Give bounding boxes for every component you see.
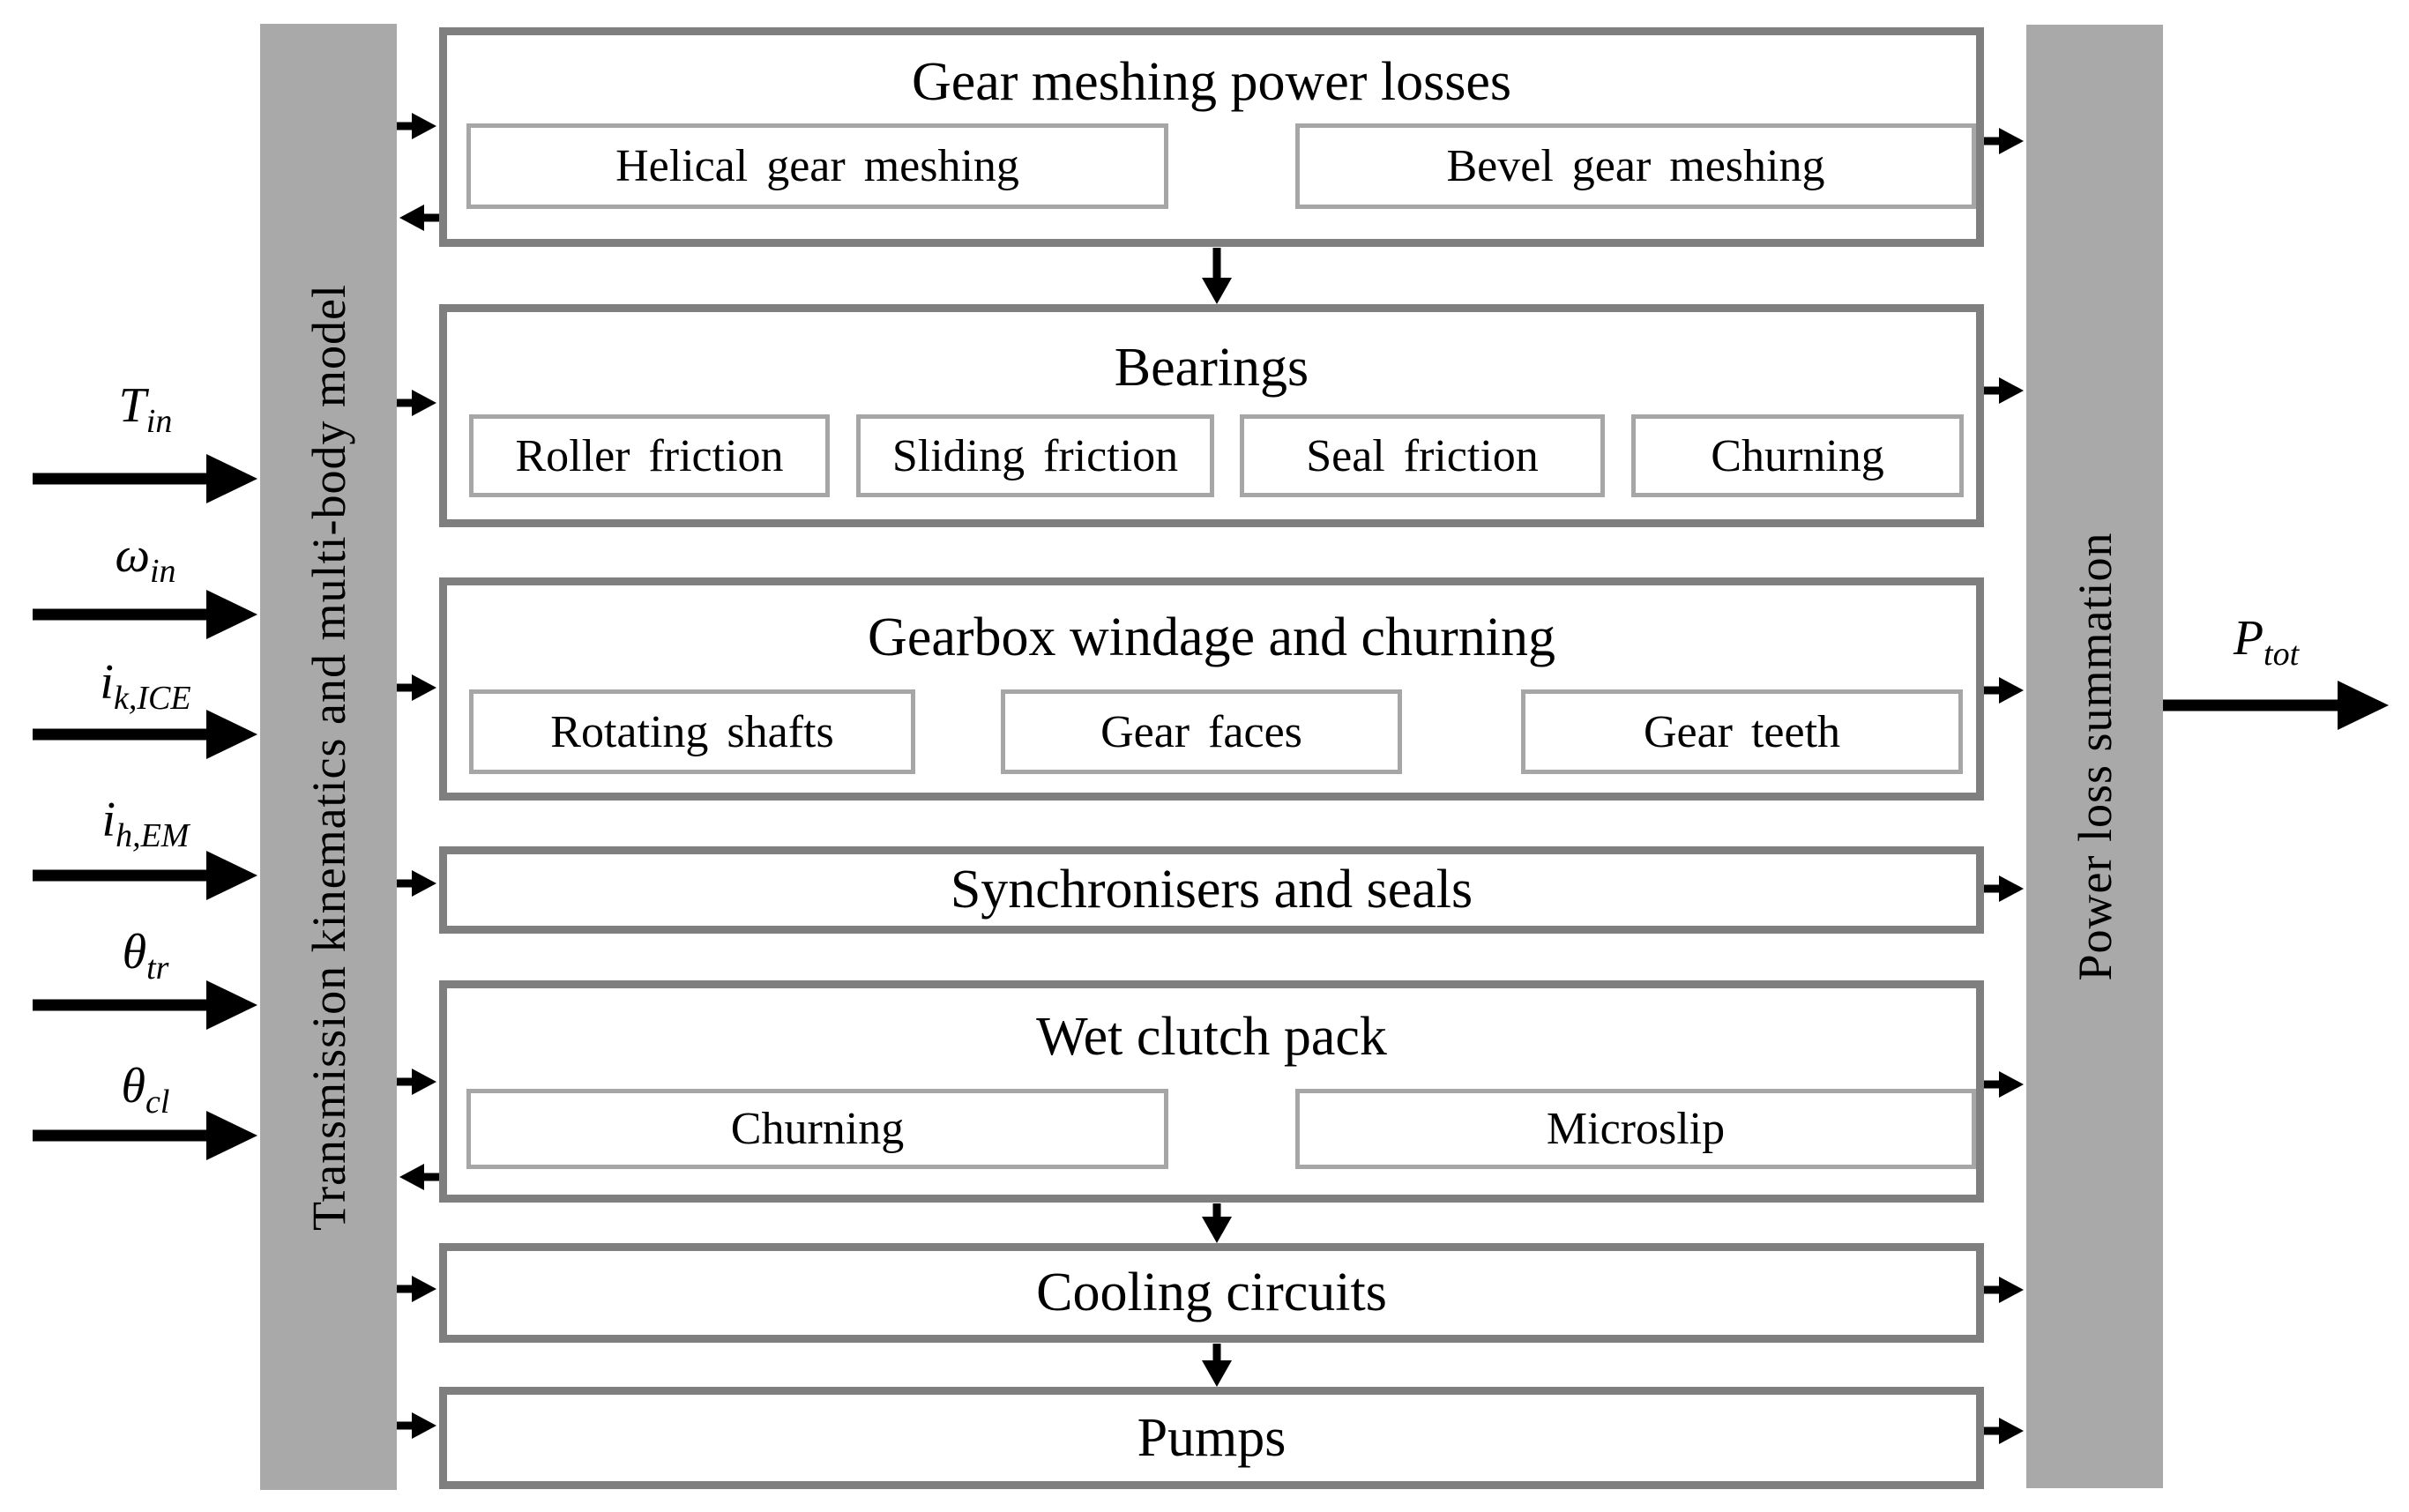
input-arrow-ih-em bbox=[33, 851, 260, 900]
input-arrow-ik-ice bbox=[33, 710, 260, 759]
input-label-gear-ratio-em: ih,EM bbox=[101, 793, 190, 855]
arrow-windage-to-summation bbox=[1984, 677, 2026, 704]
block-title: Wet clutch pack bbox=[1036, 1007, 1387, 1067]
power-loss-summation-bar: Power loss summation bbox=[2026, 25, 2163, 1488]
output-label-p-tot: Ptot bbox=[2233, 611, 2300, 674]
arrow-model-to-wet-clutch bbox=[397, 1069, 439, 1095]
arrow-gear-meshing-to-model bbox=[397, 205, 439, 231]
arrow-wet-clutch-to-summation bbox=[1984, 1071, 2026, 1098]
transmission-model-bar: Transmission kinematics and multi-body m… bbox=[260, 24, 397, 1490]
block-title: Cooling circuits bbox=[1036, 1262, 1387, 1322]
sub-block-microslip: Microslip bbox=[1295, 1089, 1976, 1169]
block-pumps: Pumps bbox=[439, 1387, 1984, 1489]
arrow-model-to-gear-meshing bbox=[397, 113, 439, 139]
sub-block-helical-gear-meshing: Helical gear meshing bbox=[466, 123, 1168, 209]
arrow-model-to-synchronisers bbox=[397, 870, 439, 897]
block-bearings: Bearings Roller friction Sliding frictio… bbox=[439, 304, 1984, 527]
sub-block-rotating-shafts: Rotating shafts bbox=[469, 689, 915, 774]
input-arrow-th-tr bbox=[33, 980, 260, 1030]
arrow-synchronisers-to-summation bbox=[1984, 875, 2026, 902]
arrow-cooling-to-summation bbox=[1984, 1277, 2026, 1303]
arrow-gear-meshing-to-summation bbox=[1984, 128, 2026, 154]
sub-block-bevel-gear-meshing: Bevel gear meshing bbox=[1295, 123, 1976, 209]
arrow-wet-clutch-to-cooling bbox=[1202, 1203, 1232, 1243]
block-gear-meshing-power-losses: Gear meshing power losses Helical gear m… bbox=[439, 27, 1984, 247]
block-title: Pumps bbox=[1137, 1407, 1287, 1468]
arrow-model-to-cooling bbox=[397, 1276, 439, 1302]
block-title: Gear meshing power losses bbox=[911, 52, 1512, 112]
block-gearbox-windage-churning: Gearbox windage and churning Rotating sh… bbox=[439, 577, 1984, 801]
sub-block-gear-faces: Gear faces bbox=[1001, 689, 1402, 774]
sub-block-churning: Churning bbox=[1631, 414, 1964, 497]
block-cooling-circuits: Cooling circuits bbox=[439, 1243, 1984, 1343]
input-label-gear-ratio-ice: ik,ICE bbox=[100, 655, 191, 718]
power-loss-summation-bar-label: Power loss summation bbox=[2068, 532, 2122, 981]
block-title: Synchronisers and seals bbox=[950, 860, 1473, 920]
block-synchronisers-seals: Synchronisers and seals bbox=[439, 846, 1984, 934]
block-title: Bearings bbox=[1114, 338, 1309, 398]
sub-block-roller-friction: Roller friction bbox=[469, 414, 830, 497]
sub-block-seal-friction: Seal friction bbox=[1240, 414, 1605, 497]
input-label-temp-clutch: θcl bbox=[121, 1059, 170, 1121]
arrow-gear-meshing-to-bearings bbox=[1202, 248, 1232, 304]
arrow-model-to-pumps bbox=[397, 1412, 439, 1439]
sub-block-sliding-friction: Sliding friction bbox=[856, 414, 1214, 497]
sub-block-gear-teeth: Gear teeth bbox=[1521, 689, 1963, 774]
block-wet-clutch-pack: Wet clutch pack Churning Microslip bbox=[439, 980, 1984, 1203]
input-label-speed: ωin bbox=[115, 528, 176, 591]
arrow-pumps-to-summation bbox=[1984, 1418, 2026, 1444]
arrow-cooling-to-pumps bbox=[1202, 1344, 1232, 1387]
arrow-bearings-to-summation bbox=[1984, 377, 2026, 404]
input-label-torque: Tin bbox=[118, 378, 173, 441]
transmission-model-bar-label: Transmission kinematics and multi-body m… bbox=[302, 283, 355, 1231]
arrow-wet-clutch-to-model bbox=[397, 1164, 439, 1190]
arrow-model-to-windage bbox=[397, 674, 439, 701]
input-arrow-w-in bbox=[33, 590, 260, 639]
block-title: Gearbox windage and churning bbox=[868, 607, 1555, 667]
output-arrow-p-tot bbox=[2163, 681, 2391, 730]
input-arrow-th-cl bbox=[33, 1111, 260, 1160]
sub-block-clutch-churning: Churning bbox=[466, 1089, 1168, 1169]
arrow-model-to-bearings bbox=[397, 390, 439, 416]
input-arrow-t-in bbox=[33, 454, 260, 503]
input-label-temp-transmission: θtr bbox=[122, 925, 169, 987]
